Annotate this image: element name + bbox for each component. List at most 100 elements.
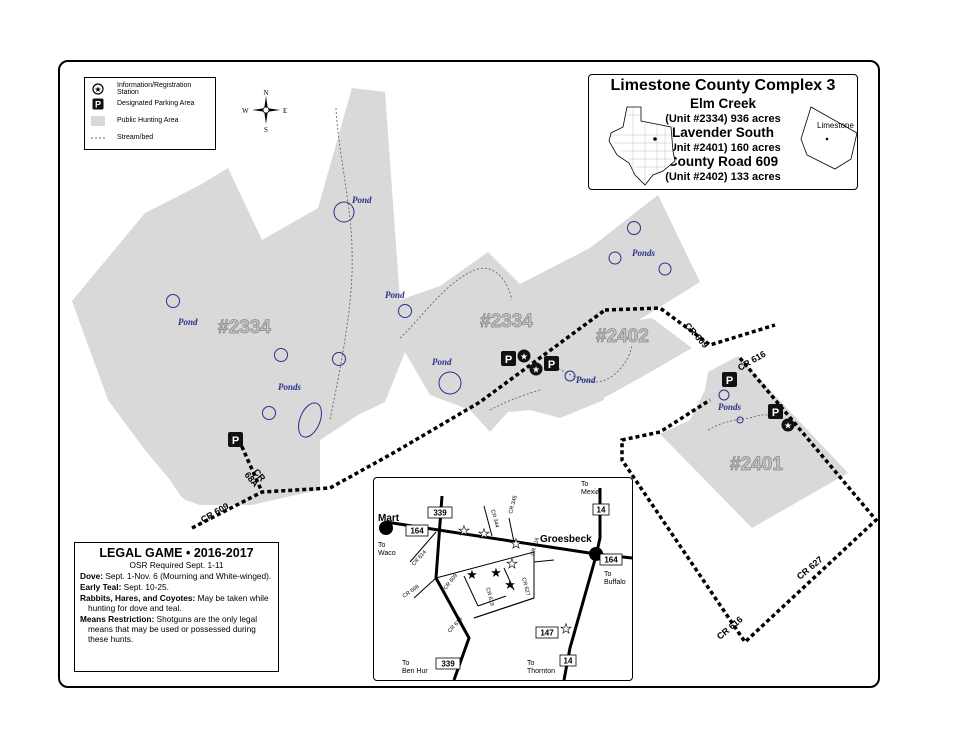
osr-note: OSR Required Sept. 1-11 xyxy=(129,560,224,570)
destination-label: Ben Hur xyxy=(402,668,428,675)
pond-label: Pond xyxy=(178,317,198,327)
svg-text:P: P xyxy=(548,359,555,371)
svg-text:P: P xyxy=(726,375,733,387)
rule-means: Means Restriction: Shotguns are the only… xyxy=(80,614,258,644)
legend-label: Public Hunting Area xyxy=(117,117,179,124)
county-road-label: CR 616 xyxy=(530,537,541,557)
county-locator-map: Limestone xyxy=(800,106,857,170)
unit-label: #2401 xyxy=(730,454,783,475)
road-label: CR 616 xyxy=(715,614,745,641)
other-star-icon: ★ xyxy=(478,526,490,541)
info-station-icon: ★ xyxy=(517,349,531,363)
pond-circle xyxy=(262,406,276,420)
parking-icon: P xyxy=(544,356,559,371)
unit-info: (Unit #2402) 133 acres xyxy=(665,171,781,183)
pond-circle xyxy=(608,251,622,265)
svg-text:14: 14 xyxy=(564,657,573,666)
pond-label: Pond xyxy=(385,290,405,300)
stream-line-icon xyxy=(91,132,105,143)
pond-circle xyxy=(627,221,641,235)
parking-icon: P xyxy=(228,432,243,447)
unit-name: Elm Creek xyxy=(689,96,757,111)
wma-star-icon: ★ xyxy=(504,577,516,592)
highway-shield: 147 xyxy=(535,626,559,639)
legend-row: Stream/bed xyxy=(91,132,153,143)
town-groesbeck-dot xyxy=(589,547,603,561)
stream-center xyxy=(399,267,513,339)
svg-text:P: P xyxy=(505,354,512,366)
svg-text:164: 164 xyxy=(604,556,618,565)
county-road-label: CR 345 xyxy=(508,495,519,515)
legend-row: P Designated Parking Area xyxy=(91,98,194,109)
pond-label: Ponds xyxy=(632,248,656,258)
public-area-swatch xyxy=(91,115,105,126)
road-cr609 xyxy=(191,308,607,530)
county-road xyxy=(508,517,515,543)
rule-rabbits: Rabbits, Hares, and Coyotes: May be take… xyxy=(80,593,269,613)
county-road xyxy=(483,505,493,537)
unit-label: #2402 xyxy=(596,326,649,347)
svg-text:P: P xyxy=(232,435,239,447)
unit-2334-east-area xyxy=(400,195,700,432)
county-road xyxy=(473,597,535,619)
complex-title: Limestone County Complex 3 xyxy=(610,77,836,94)
other-star-icon: ★ xyxy=(506,556,518,571)
town-label: Mart xyxy=(378,513,400,524)
county-road-label: CR 344 xyxy=(489,509,500,529)
destination-label: Thornton xyxy=(527,668,555,675)
rule-teal: Early Teal: Sept. 10-25. xyxy=(80,582,169,592)
pond-label: Pond xyxy=(432,357,452,367)
info-station-icon: ★ xyxy=(529,362,543,376)
wma-star-icon: ★ xyxy=(466,567,478,582)
county-road xyxy=(409,531,437,563)
destination-label: To xyxy=(527,660,535,667)
svg-text:S: S xyxy=(264,126,268,134)
highway-shield: 14 xyxy=(592,503,610,516)
pond-label: Pond xyxy=(352,195,372,205)
other-star-icon: ★ xyxy=(510,536,522,551)
unit-2334-west-area xyxy=(72,88,405,505)
road-cr68a xyxy=(237,439,264,493)
pond-circle xyxy=(736,416,744,424)
pond-circle xyxy=(564,370,576,382)
county-road xyxy=(413,577,437,599)
county-road-label: CR 627 xyxy=(520,577,531,597)
unit-2402-area xyxy=(590,318,692,400)
stream-mid xyxy=(489,389,541,411)
texas-locator-map xyxy=(608,106,676,186)
parking-icon: P xyxy=(722,372,737,387)
road-cr616-ring xyxy=(620,356,879,645)
pond-circle xyxy=(298,402,322,438)
svg-text:P: P xyxy=(95,99,101,109)
parking-icon: P xyxy=(91,98,105,109)
county-road xyxy=(503,567,515,591)
county-road xyxy=(463,575,479,607)
pond-circle xyxy=(718,389,730,401)
wma-star-icon: ★ xyxy=(490,565,502,580)
pond-circle xyxy=(398,304,412,318)
road-cr609-east xyxy=(604,306,776,347)
rule-dove: Dove: Sept. 1-Nov. 6 (Mourning and White… xyxy=(80,571,272,581)
svg-text:N: N xyxy=(264,89,269,97)
svg-text:★: ★ xyxy=(520,352,528,362)
svg-text:P: P xyxy=(772,407,779,419)
legal-game-title: LEGAL GAME • 2016-2017 xyxy=(99,546,254,560)
pond-circle xyxy=(166,294,180,308)
unit-name: Lavender South xyxy=(671,125,774,140)
highway-shield: 14 xyxy=(559,654,577,667)
pond-circle xyxy=(274,348,288,362)
parking-icon: P xyxy=(768,404,783,419)
svg-text:★: ★ xyxy=(784,421,792,431)
parking-icon: P xyxy=(501,351,516,366)
svg-text:Limestone: Limestone xyxy=(817,121,854,130)
svg-text:339: 339 xyxy=(433,509,447,518)
stream-2401 xyxy=(707,414,793,431)
compass-rose-icon: N S E W xyxy=(242,89,287,134)
info-station-icon: ★ xyxy=(91,83,105,95)
other-star-icon: ★ xyxy=(458,523,470,538)
map-frame xyxy=(58,60,880,688)
other-star-icon: ★ xyxy=(560,621,572,636)
unit-label: #2334 xyxy=(218,317,271,338)
pond-label: Ponds xyxy=(718,402,742,412)
